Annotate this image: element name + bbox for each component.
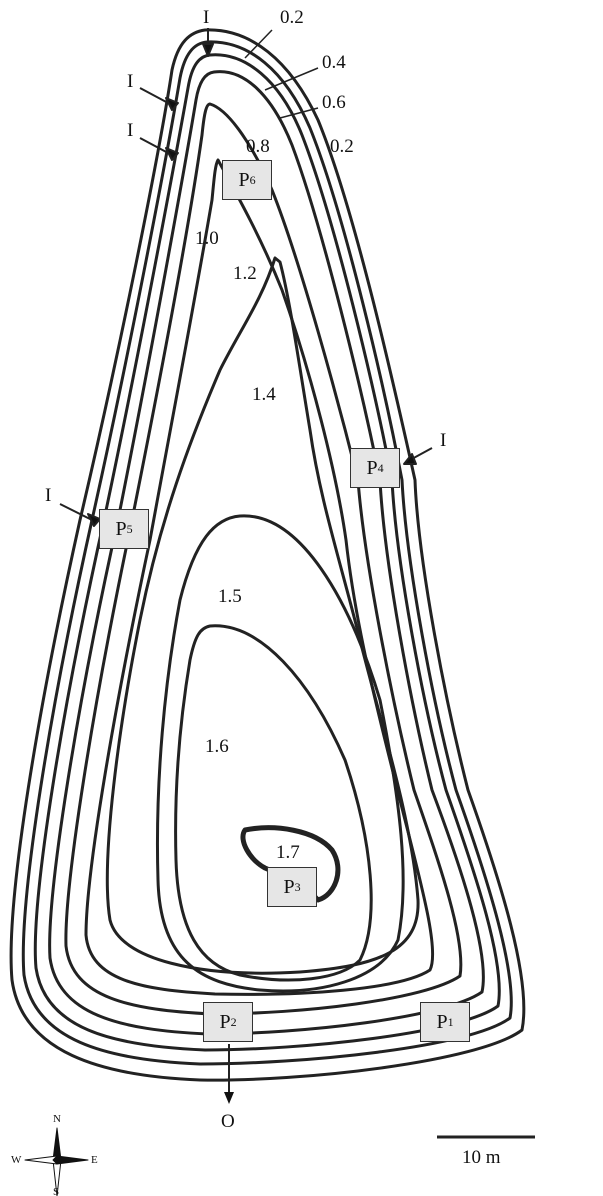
inflow-label: I xyxy=(440,430,447,451)
compass-west: W xyxy=(11,1154,22,1166)
scale-label: 10 m xyxy=(462,1147,501,1168)
label-leaders xyxy=(244,29,319,119)
inflow-label: I xyxy=(203,7,210,28)
compass-rose-icon xyxy=(24,1127,89,1196)
contour-label: 1.0 xyxy=(195,228,219,249)
contour-label: 0.2 xyxy=(280,7,304,28)
contour-0.2-inner xyxy=(21,40,513,1066)
inflow-label: I xyxy=(45,485,52,506)
contour-label: 1.5 xyxy=(218,586,242,607)
inflow-label: I xyxy=(127,71,134,92)
inflow-arrows xyxy=(59,28,433,527)
contour-0.4 xyxy=(33,53,501,1052)
inflow-label: I xyxy=(127,120,134,141)
contour-label: 1.2 xyxy=(233,263,257,284)
contour-label: 1.6 xyxy=(205,736,229,757)
compass-east: E xyxy=(91,1154,98,1166)
contour-1.2 xyxy=(105,256,420,975)
contour-1.5 xyxy=(155,514,405,993)
contour-0.6 xyxy=(48,70,485,1036)
contour-0.8 xyxy=(64,102,463,1016)
outflow-arrow-icon xyxy=(224,1092,234,1104)
contour-1.6 xyxy=(174,624,373,982)
contour-label: 1.4 xyxy=(252,384,276,405)
contour-label: 0.8 xyxy=(246,136,270,157)
contour-label: 0.2 xyxy=(330,136,354,157)
contour-label: 0.6 xyxy=(322,92,346,113)
outflow-label: O xyxy=(221,1111,235,1132)
compass-north: N xyxy=(53,1113,61,1125)
contour-label: 1.7 xyxy=(276,842,300,863)
contour-1.0 xyxy=(84,158,435,996)
contour-label: 0.4 xyxy=(322,52,346,73)
compass-south: S xyxy=(53,1186,60,1196)
contour-0.2-outer xyxy=(9,28,526,1082)
contour-1.7 xyxy=(240,825,341,903)
